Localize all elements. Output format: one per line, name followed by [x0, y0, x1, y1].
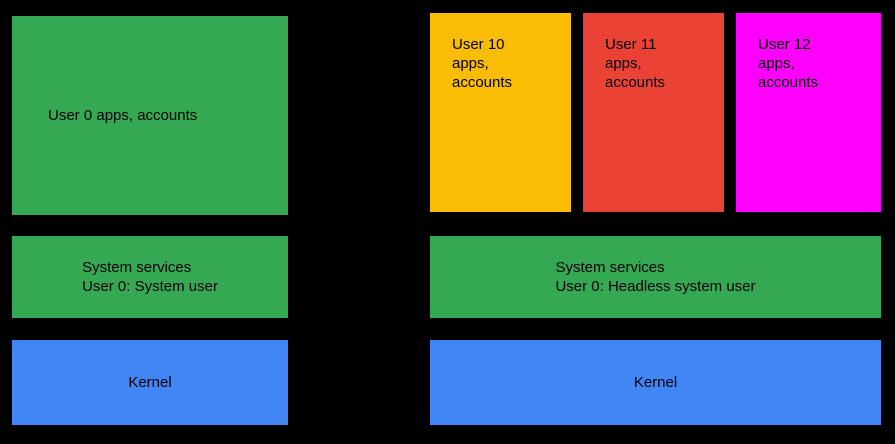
- left-system-services-box: System services User 0: System user: [12, 236, 288, 318]
- user12-apps-box: User 12 apps, accounts: [736, 13, 881, 212]
- right-system-services-box: System services User 0: Headless system …: [430, 236, 881, 318]
- user10-apps-box: User 10 apps, accounts: [430, 13, 571, 212]
- right-kernel-box: Kernel: [430, 340, 881, 425]
- user11-apps-box: User 11 apps, accounts: [583, 13, 724, 212]
- left-kernel-box: Kernel: [12, 340, 288, 425]
- user0-apps-box: User 0 apps, accounts: [12, 16, 288, 215]
